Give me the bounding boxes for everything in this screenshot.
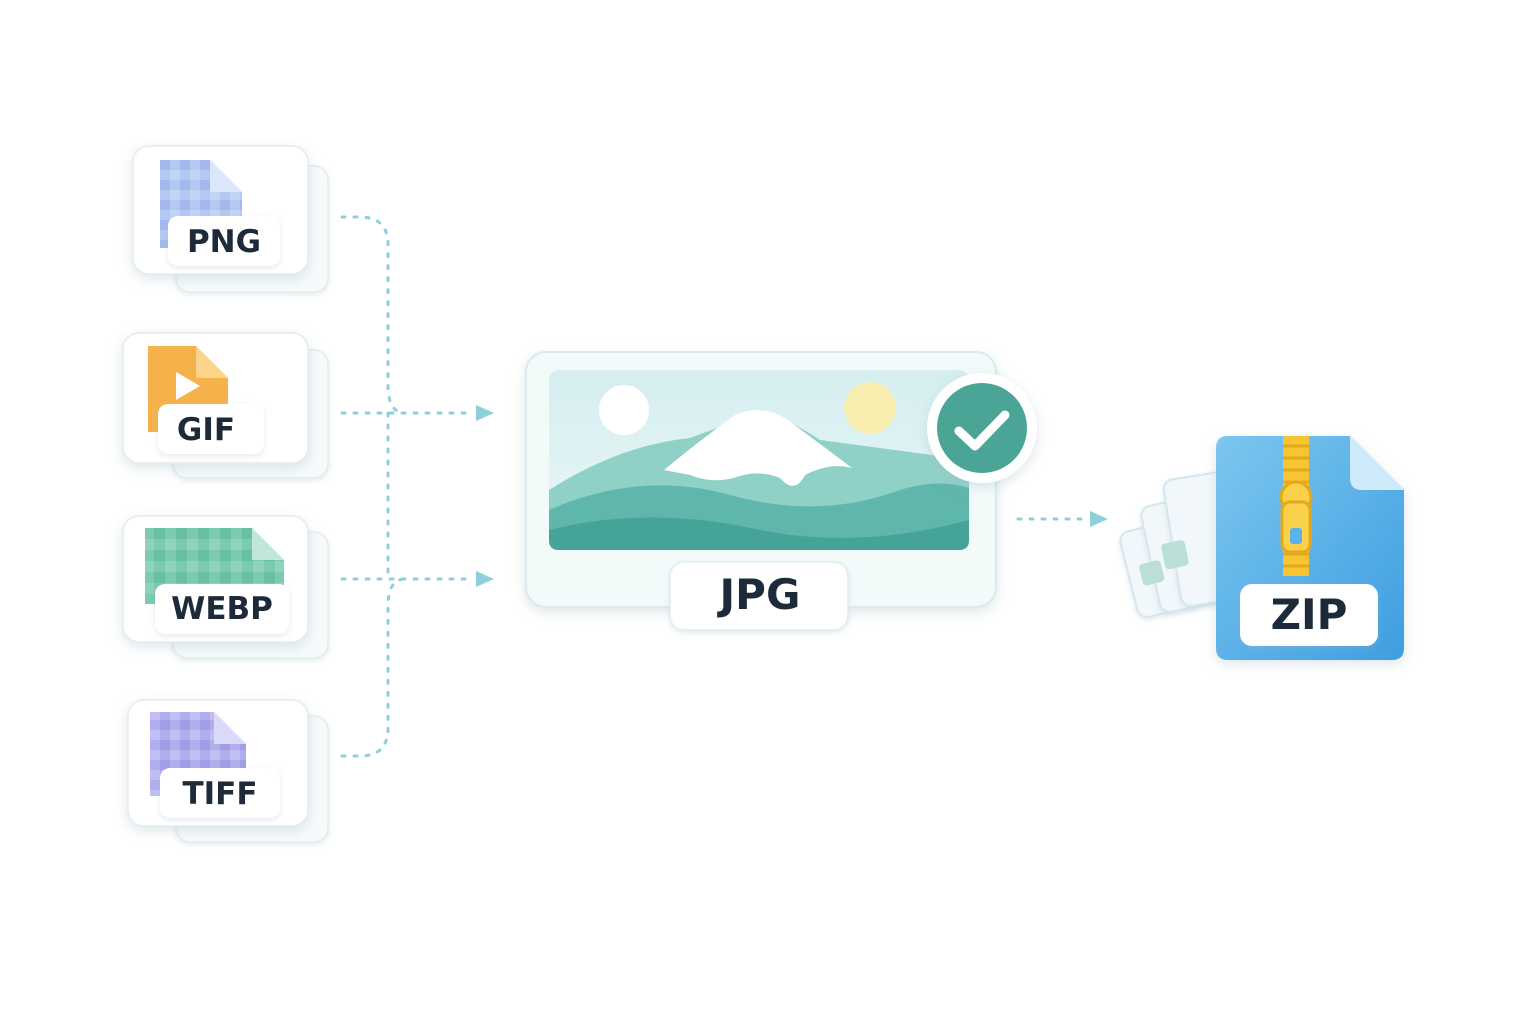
input-card-webp[interactable]: WEBP [122, 515, 329, 659]
arrow-webp-icon [476, 571, 494, 587]
play-icon [176, 372, 200, 400]
connector-png [340, 215, 407, 415]
input-label-tiff: TIFF [182, 776, 257, 812]
zipper-icon [1279, 436, 1313, 576]
arrow-gif-icon [476, 405, 494, 421]
input-card-png[interactable]: PNG [132, 145, 329, 293]
input-card-gif[interactable]: GIF [122, 332, 329, 479]
output-label-jpg: JPG [717, 570, 801, 619]
cloud-icon [599, 385, 649, 435]
arrowheads [476, 405, 1108, 587]
landscape-image-icon [549, 370, 969, 550]
connector-tiff [340, 577, 407, 758]
connector-lines [340, 215, 1084, 758]
input-label-gif: GIF [177, 412, 235, 448]
checkmark-icon [927, 373, 1037, 483]
stacked-files-icon [1119, 471, 1248, 619]
sun-icon [844, 382, 896, 434]
input-card-tiff[interactable]: TIFF [127, 699, 329, 843]
input-label-webp: WEBP [171, 591, 273, 627]
archive-label-zip: ZIP [1271, 590, 1348, 639]
zip-archive[interactable]: ZIP [1118, 436, 1404, 660]
output-card-jpg[interactable]: JPG [525, 351, 1037, 631]
input-label-png: PNG [187, 224, 261, 260]
snow-cap [664, 410, 852, 486]
arrow-zip-icon [1090, 511, 1108, 527]
